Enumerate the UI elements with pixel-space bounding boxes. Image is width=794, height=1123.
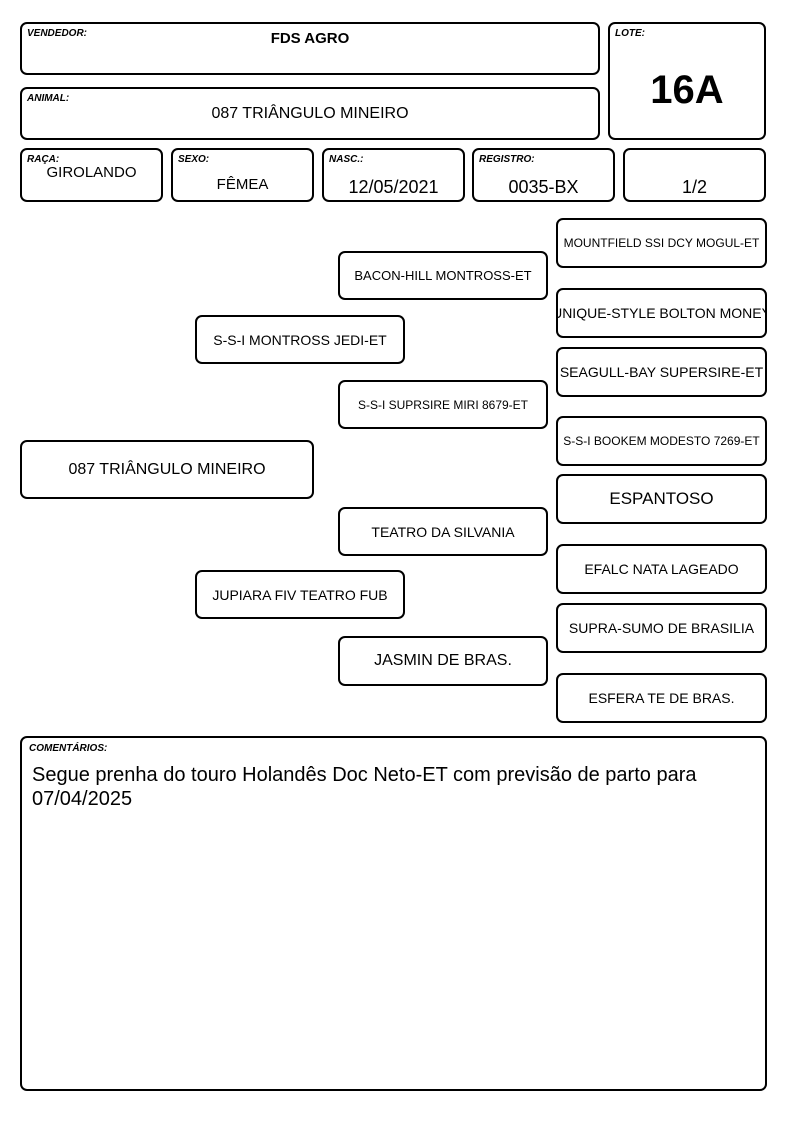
lote-value: 16A [650, 68, 724, 112]
pedigree-ggp-name: SUPRA-SUMO DE BRASILIA [568, 620, 755, 636]
pedigree-ggp-name: ESFERA TE DE BRAS. [588, 690, 735, 706]
comments-label: COMENTÁRIOS: [29, 743, 108, 754]
vendedor-box: VENDEDOR: FDS AGRO [20, 22, 600, 75]
pedigree-ggp-3: SEAGULL-BAY SUPERSIRE-ET [556, 347, 767, 397]
pedigree-sire-sire-name: BACON-HILL MONTROSS-ET [354, 268, 532, 283]
lote-label: LOTE: [615, 28, 645, 39]
pedigree-dam-sire-name: TEATRO DA SILVANIA [371, 523, 515, 540]
pedigree-sire-name: S-S-I MONTROSS JEDI-ET [213, 331, 387, 348]
pedigree-ggp-6: EFALC NATA LAGEADO [556, 544, 767, 594]
nasc-label: NASC.: [329, 154, 364, 165]
sexo-label: SEXO: [178, 154, 210, 165]
pedigree-ggp-4: S-S-I BOOKEM MODESTO 7269-ET [556, 416, 767, 466]
nasc-box: NASC.: 12/05/2021 [322, 148, 465, 202]
grau-box: 1/2 [623, 148, 766, 202]
raca-box: RAÇA: GIROLANDO [20, 148, 163, 202]
pedigree-ggp-name: MOUNTFIELD SSI DCY MOGUL-ET [563, 236, 760, 250]
registro-label: REGISTRO: [479, 154, 535, 165]
pedigree-dam: JUPIARA FIV TEATRO FUB [195, 570, 405, 619]
pedigree-ggp-7: SUPRA-SUMO DE BRASILIA [556, 603, 767, 653]
animal-value: 087 TRIÂNGULO MINEIRO [211, 105, 409, 122]
vendedor-value: FDS AGRO [270, 30, 350, 47]
animal-box: ANIMAL: 087 TRIÂNGULO MINEIRO [20, 87, 600, 140]
pedigree-ggp-name: EFALC NATA LAGEADO [584, 561, 739, 577]
pedigree-dam-dam-name: JASMIN DE BRAS. [374, 652, 512, 669]
pedigree-dam-sire: TEATRO DA SILVANIA [338, 507, 548, 556]
pedigree-ggp-name: SEAGULL-BAY SUPERSIRE-ET [559, 364, 764, 380]
grau-value: 1/2 [681, 177, 708, 197]
comments-text: Segue prenha do touro Holandês Doc Neto-… [32, 764, 697, 810]
animal-label: ANIMAL: [27, 93, 70, 104]
raca-label: RAÇA: [27, 154, 60, 165]
pedigree-animal-name: 087 TRIÂNGULO MINEIRO [68, 460, 266, 478]
raca-value: GIROLANDO [46, 164, 137, 181]
lote-box: LOTE: 16A [608, 22, 766, 140]
pedigree-dam-dam: JASMIN DE BRAS. [338, 636, 548, 686]
registro-box: REGISTRO: 0035-BX [472, 148, 615, 202]
pedigree-ggp-name: UNIQUE-STYLE BOLTON MONEY [556, 305, 767, 321]
comments-box: COMENTÁRIOS: Segue prenha do touro Holan… [20, 736, 767, 1091]
pedigree-ggp-5: ESPANTOSO [556, 474, 767, 524]
pedigree-ggp-name: S-S-I BOOKEM MODESTO 7269-ET [563, 434, 760, 448]
pedigree-ggp-1: MOUNTFIELD SSI DCY MOGUL-ET [556, 218, 767, 268]
pedigree-animal: 087 TRIÂNGULO MINEIRO [20, 440, 314, 499]
pedigree-ggp-2: UNIQUE-STYLE BOLTON MONEY [556, 288, 767, 338]
pedigree-dam-name: JUPIARA FIV TEATRO FUB [212, 586, 388, 603]
pedigree-sire-sire: BACON-HILL MONTROSS-ET [338, 251, 548, 300]
registro-value: 0035-BX [508, 177, 579, 197]
pedigree-sire: S-S-I MONTROSS JEDI-ET [195, 315, 405, 364]
pedigree-sire-dam-name: S-S-I SUPRSIRE MIRI 8679-ET [357, 397, 529, 412]
nasc-value: 12/05/2021 [348, 177, 439, 197]
sexo-box: SEXO: FÊMEA [171, 148, 314, 202]
vendedor-label: VENDEDOR: [27, 28, 88, 39]
sexo-value: FÊMEA [216, 176, 269, 193]
pedigree-ggp-name: ESPANTOSO [609, 489, 714, 508]
pedigree-ggp-8: ESFERA TE DE BRAS. [556, 673, 767, 723]
pedigree-sire-dam: S-S-I SUPRSIRE MIRI 8679-ET [338, 380, 548, 429]
